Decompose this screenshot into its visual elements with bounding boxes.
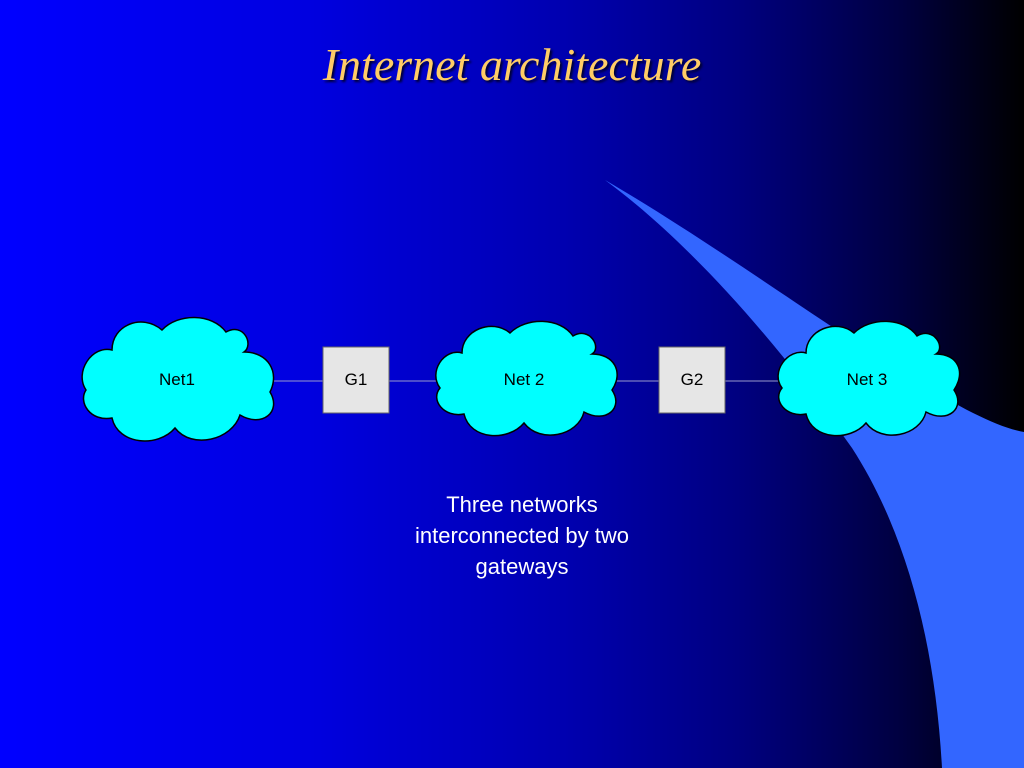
diagram-caption: Three networks interconnected by two gat…: [414, 492, 630, 579]
cloud-net1: Net1: [81, 316, 275, 442]
cloud-net3: Net 3: [777, 320, 961, 437]
cloud-net2: Net 2: [435, 320, 618, 437]
net2-label: Net 2: [504, 370, 545, 389]
swoosh-shape: [605, 180, 1024, 768]
slide-title: Internet architecture: [322, 39, 702, 90]
g2-label: G2: [681, 370, 704, 389]
g1-label: G1: [345, 370, 368, 389]
gateway-g2: G2: [658, 346, 726, 414]
gateway-g1: G1: [322, 346, 390, 414]
net3-label: Net 3: [847, 370, 888, 389]
net1-label: Net1: [159, 370, 195, 389]
